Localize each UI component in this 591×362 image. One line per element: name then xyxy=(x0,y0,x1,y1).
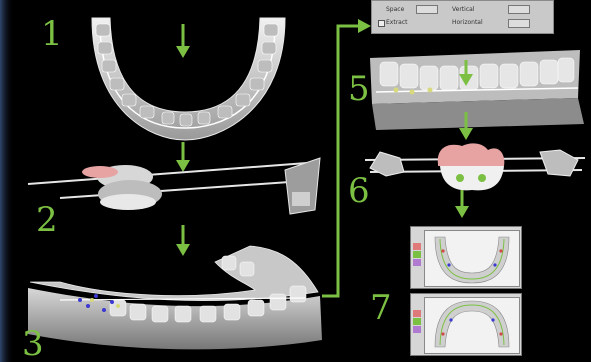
color-swatch-red xyxy=(413,310,421,317)
software-panel-upper-arch xyxy=(410,226,522,289)
color-swatch-red xyxy=(413,243,421,250)
step-number-3: 3 xyxy=(22,327,44,361)
step-number-5: 5 xyxy=(348,72,370,106)
arrowhead-1 xyxy=(176,46,190,58)
dialog-label-horizontal: Horizontal xyxy=(452,19,483,26)
vertical-input[interactable] xyxy=(508,5,530,14)
step-number-7: 7 xyxy=(370,291,392,325)
color-swatch-green xyxy=(413,318,421,325)
horizontal-input[interactable] xyxy=(508,19,530,28)
lower-arch-viewport xyxy=(424,297,520,354)
software-panel-lower-arch xyxy=(410,293,522,356)
flow-arrow-3-to-5 xyxy=(322,19,371,296)
lower-arch-front-model xyxy=(370,50,584,130)
color-swatch-purple xyxy=(413,259,421,266)
dialog-label-vertical: Vertical xyxy=(452,6,474,13)
color-swatch-green xyxy=(413,251,421,258)
upper-dental-arch-model xyxy=(92,18,285,140)
dialog-label-extract: Extract xyxy=(386,19,408,26)
extract-checkbox[interactable] xyxy=(378,20,385,27)
color-swatch-purple xyxy=(413,326,421,333)
arrowhead-3 xyxy=(176,244,190,256)
arrowhead-2 xyxy=(176,160,190,172)
front-teeth-wire-model xyxy=(365,143,585,190)
step-number-1: 1 xyxy=(41,17,63,51)
step-number-2: 2 xyxy=(36,203,58,237)
lower-arch-oblique-model xyxy=(28,246,322,349)
space-input[interactable] xyxy=(416,5,438,14)
flow-arrow-6-to-7 xyxy=(455,190,469,218)
step-number-6: 6 xyxy=(348,174,370,208)
settings-dialog-fragment: Space Extract Vertical Horizontal xyxy=(371,0,554,34)
tooth-wire-side-view xyxy=(28,158,320,214)
dialog-label-space: Space xyxy=(386,6,404,13)
upper-arch-viewport xyxy=(424,230,520,287)
